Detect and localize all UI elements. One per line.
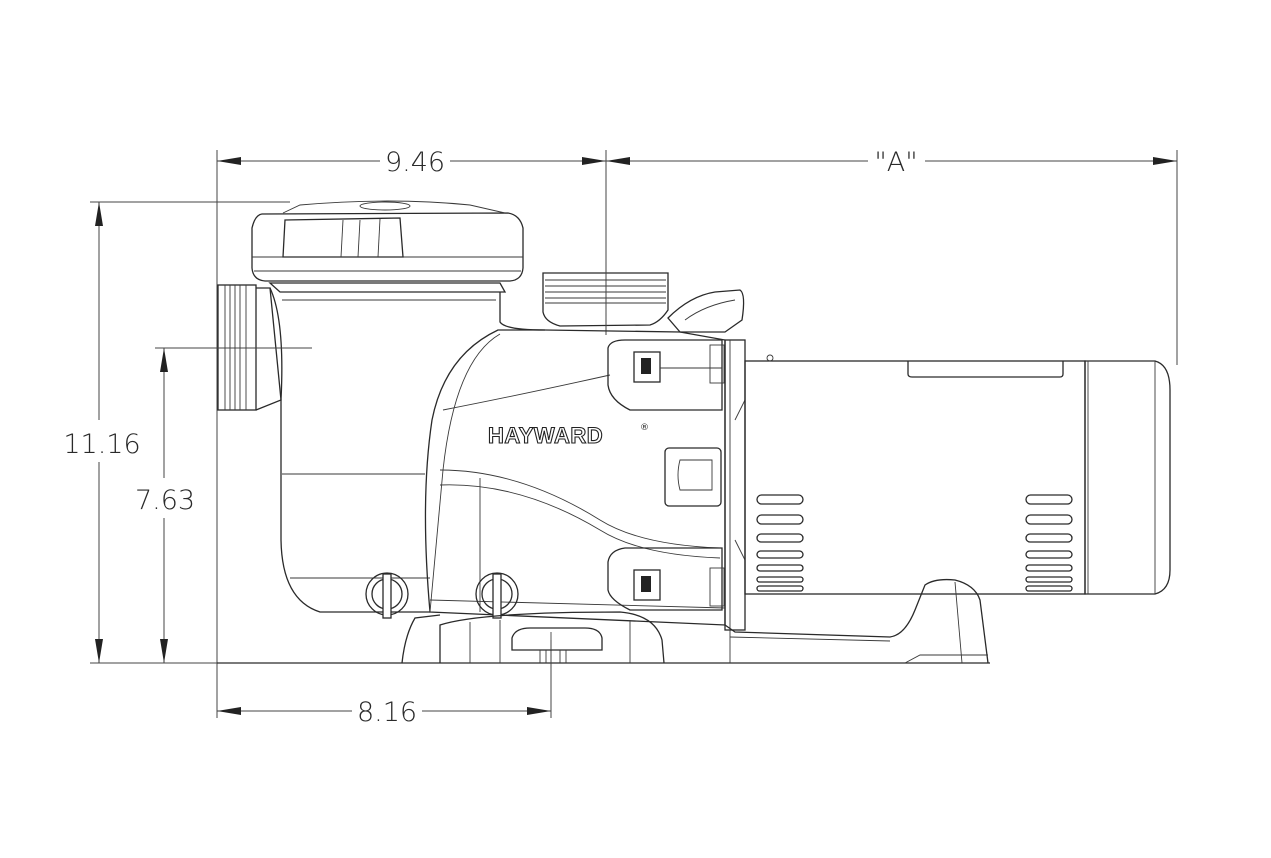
dimension-7-63: 7.63 bbox=[135, 348, 195, 663]
dimension-8-16: 8.16 bbox=[217, 697, 551, 728]
pump-base bbox=[401, 611, 665, 668]
clamp-middle bbox=[664, 447, 722, 507]
discharge-fitting bbox=[542, 262, 669, 335]
hayward-logo: HAYWARD ® bbox=[487, 422, 649, 448]
motor bbox=[744, 354, 1171, 595]
dimension-11-16: 11.16 bbox=[63, 202, 141, 663]
brand-label: HAYWARD bbox=[488, 423, 603, 448]
inlet-fitting bbox=[215, 284, 312, 411]
dimension-label-a: "A" bbox=[874, 147, 917, 178]
clamp-upper bbox=[607, 339, 725, 411]
drain-plug-left bbox=[365, 572, 409, 619]
dimension-label-11-16: 11.16 bbox=[63, 429, 140, 460]
motor-vents-right bbox=[1025, 494, 1073, 592]
motor-label-plate bbox=[907, 361, 1064, 378]
pump-illustration: HAYWARD ® bbox=[215, 200, 1171, 668]
dimension-a: "A" bbox=[606, 147, 1177, 178]
strainer-pot bbox=[269, 287, 546, 613]
dimension-annotations: 9.46 "A" 11.16 7.63 bbox=[63, 147, 1178, 728]
seal-plate-handle bbox=[667, 289, 745, 333]
dimension-label-9-46: 9.46 bbox=[385, 147, 445, 178]
seal-plate bbox=[724, 339, 746, 631]
clamp-lower bbox=[607, 547, 725, 611]
pump-housing bbox=[424, 329, 726, 626]
drain-plug-right bbox=[475, 572, 519, 619]
motor-vents-left bbox=[756, 494, 804, 592]
strainer-lid bbox=[251, 200, 524, 282]
motor-support-foot bbox=[724, 578, 989, 664]
registered-mark: ® bbox=[640, 423, 649, 433]
dimension-label-8-16: 8.16 bbox=[357, 697, 417, 728]
dimension-9-46: 9.46 bbox=[217, 147, 606, 178]
dimension-label-7-63: 7.63 bbox=[135, 485, 195, 516]
